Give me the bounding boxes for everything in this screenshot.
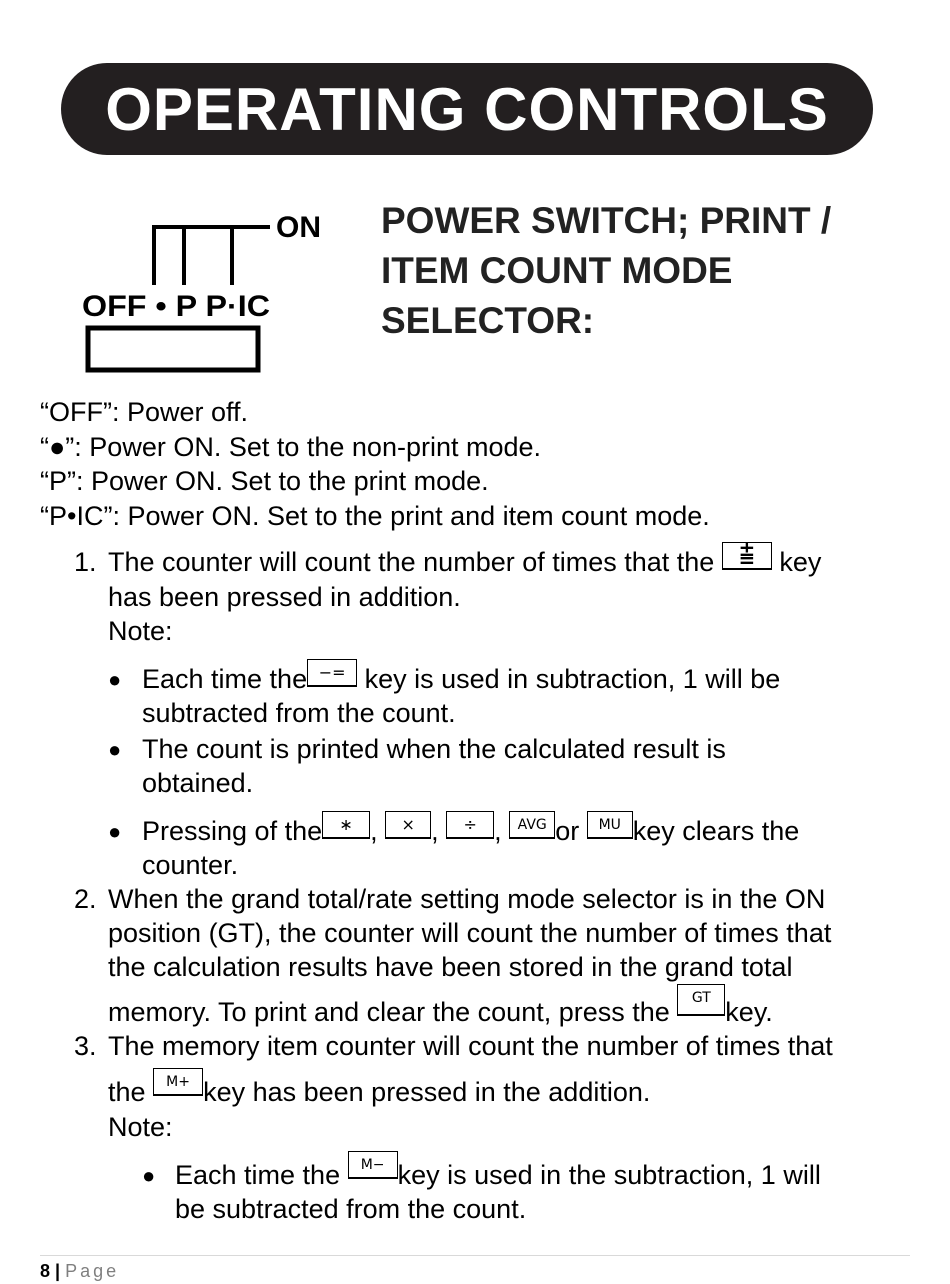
item-1-bullet-1: Each time the−= key is used in subtracti… [142, 659, 780, 696]
plus-equals-key-icon: ± = [721, 539, 772, 570]
bullet-icon: ● [108, 737, 122, 762]
item-1-note: Note: [108, 616, 173, 646]
mode-item-count: “P•IC”: Power ON. Set to the print and i… [40, 501, 710, 531]
gt-key-icon: GT [677, 984, 726, 1016]
section-banner: OPERATING CONTROLS [61, 63, 873, 155]
minus-equals-key-icon: −= [307, 659, 358, 687]
list-number: 3. [74, 1031, 97, 1061]
avg-key-icon: AVG [509, 811, 556, 839]
item-3-line-2: the M+key has been pressed in the additi… [108, 1068, 650, 1109]
bullet-icon: ● [108, 667, 122, 692]
mu-key-icon: MU [586, 811, 633, 839]
divide-key-icon: ÷ [446, 811, 495, 839]
footer-divider [40, 1255, 910, 1256]
heading-line: SELECTOR: [381, 300, 595, 341]
list-number: 1. [74, 547, 97, 577]
heading-line: POWER SWITCH; PRINT / [381, 200, 832, 241]
item-1-bullet-1-cont: subtracted from the count. [142, 698, 456, 728]
page-footer: 8 | Page [40, 1260, 119, 1282]
item-2-line-2: position (GT), the counter will count th… [108, 918, 832, 948]
item-3-bullet-1-cont: be subtracted from the count. [175, 1194, 527, 1224]
mode-print: “P”: Power ON. Set to the print mode. [40, 466, 489, 496]
m-plus-key-icon: M+ [153, 1068, 204, 1096]
item-1-bullet-2: The count is printed when the calculated… [142, 734, 726, 764]
footer-separator: | [55, 1261, 61, 1281]
section-title: OPERATING CONTROLS [105, 75, 829, 143]
page-number: 8 [40, 1261, 51, 1281]
item-1-bullet-2-cont: obtained. [142, 768, 254, 798]
item-2-line-3: the calculation results have been stored… [108, 952, 793, 982]
item-1-line-1: The counter will count the number of tim… [108, 537, 822, 577]
power-switch-diagram: ON OFF • P P·IC [80, 200, 340, 380]
mode-non-print: “●”: Power ON. Set to the non-print mode… [40, 432, 542, 462]
power-switch-heading: POWER SWITCH; PRINT / ITEM COUNT MODE SE… [381, 196, 901, 346]
multiply-key-icon: × [385, 811, 432, 839]
multiply-star-key-icon: ∗ [322, 811, 371, 839]
item-2-line-1: When the grand total/rate setting mode s… [108, 884, 826, 914]
item-3-bullet-1: Each time the M−key is used in the subtr… [175, 1151, 821, 1192]
heading-line: ITEM COUNT MODE [381, 250, 733, 291]
page-label: Page [65, 1261, 120, 1281]
switch-positions-label: OFF • P P·IC [82, 290, 270, 323]
bullet-icon: ● [108, 819, 122, 844]
m-minus-key-icon: M− [347, 1151, 398, 1179]
item-3-note: Note: [108, 1112, 173, 1142]
mode-off: “OFF”: Power off. [40, 397, 249, 427]
item-2-line-4: memory. To print and clear the count, pr… [108, 984, 773, 1029]
item-1-line-2: has been pressed in addition. [108, 582, 461, 612]
bullet-icon: ● [142, 1163, 156, 1188]
item-3-line-1: The memory item counter will count the n… [108, 1031, 833, 1061]
item-1-bullet-3-cont: counter. [142, 850, 239, 880]
on-label: ON [276, 211, 321, 244]
list-number: 2. [74, 884, 97, 914]
